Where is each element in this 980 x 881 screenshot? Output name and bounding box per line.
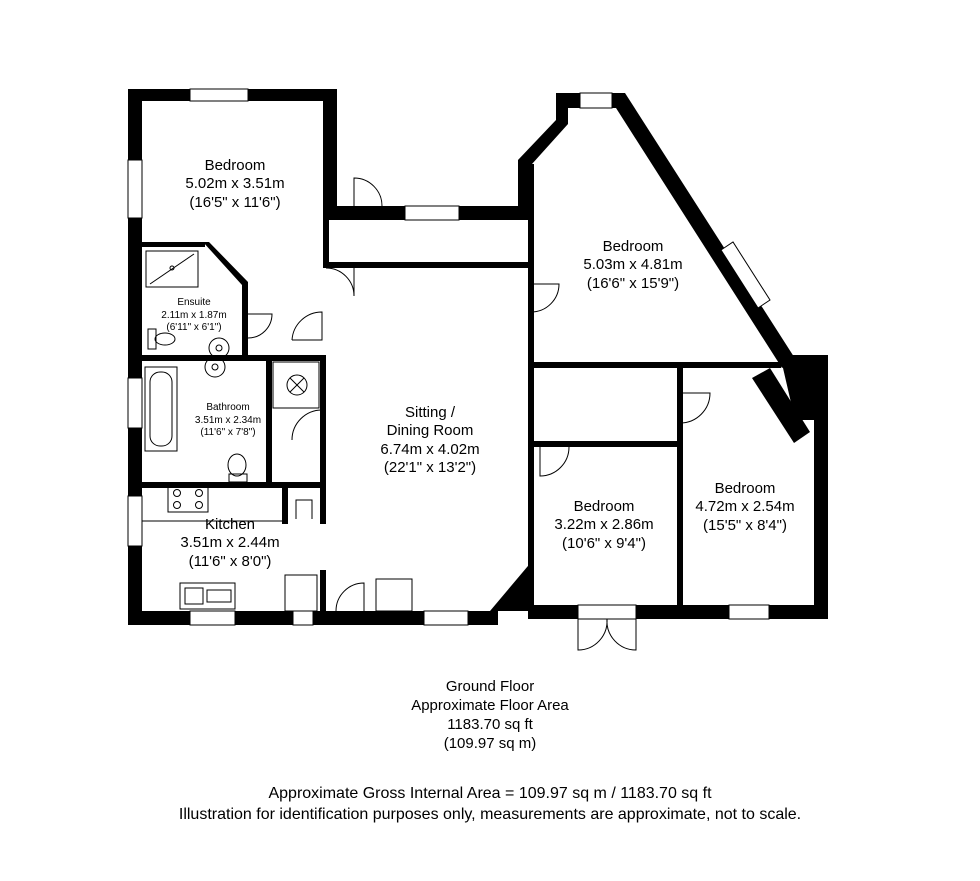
room-metric: 5.02m x 3.51m [185,175,285,193]
bedroom-top-left-label: Bedroom 5.02m x 3.51m (16'5" x 11'6") [170,157,300,212]
room-imperial: (6'11" x 6'1") [166,322,222,333]
room-imperial: (15'5" x 8'4") [703,516,787,534]
room-metric: 6.74m x 4.02m [380,440,480,458]
doors [247,177,711,651]
shower-tray [145,250,199,288]
kitchen-label: Kitchen 3.51m x 2.44m (11'6" x 8'0") [165,516,295,571]
disclaimer-note: Illustration for identification purposes… [178,806,802,823]
disclaimer: Approximate Gross Internal Area = 109.97… [0,783,980,825]
room-metric: 3.51m x 2.34m [194,414,262,426]
room-imperial: (11'6" x 8'0") [188,552,272,570]
room-name: Bathroom [206,402,250,413]
floor-summary: Ground Floor Approximate Floor Area 1183… [0,677,980,753]
room-name: Bedroom [714,480,776,497]
room-name: Bedroom [204,157,266,174]
room-imperial: (16'6" x 15'9") [586,274,680,292]
room-imperial: (10'6" x 9'4") [562,534,646,552]
room-imperial: (11'6" x 7'8") [200,427,256,438]
room-imperial: (22'1" x 13'2") [383,458,477,476]
interior-walls [128,164,781,625]
room-metric: 4.72m x 2.54m [695,498,795,516]
bedroom-right-label: Bedroom 4.72m x 2.54m (15'5" x 8'4") [680,480,810,535]
floor-area-sqm: (109.97 sq m) [443,735,537,752]
room-metric: 2.11m x 1.87m [161,309,227,321]
bath [144,366,178,452]
room-name: Bedroom [602,238,664,255]
floor-area-sqft: 1183.70 sq ft [447,716,533,733]
kitchen-sink [179,582,236,610]
toilet [147,328,157,350]
bathroom-label: Bathroom 3.51m x 2.34m (11'6" x 7'8") [180,402,276,440]
room-name: Sitting / [404,404,456,421]
room-name: Ensuite [177,297,211,308]
room-metric: 5.03m x 4.81m [583,256,683,274]
gross-area-text: Approximate Gross Internal Area = 109.97… [268,785,712,802]
floor-name: Ground Floor [445,678,535,695]
room-imperial: (16'5" x 11'6") [189,193,281,211]
sitting-room-label: Sitting / Dining Room 6.74m x 4.02m (22'… [360,404,500,477]
ensuite-label: Ensuite 2.11m x 1.87m (6'11" x 6'1") [146,297,242,335]
room-name: Bedroom [573,498,635,515]
bedroom-top-right-label: Bedroom 5.03m x 4.81m (16'6" x 15'9") [568,238,698,293]
room-name: Kitchen [204,516,256,533]
room-name-2: Dining Room [386,422,474,440]
room-metric: 3.22m x 2.86m [554,516,654,534]
floor-area-label: Approximate Floor Area [411,697,569,714]
windows [127,88,771,626]
hob [167,485,209,513]
room-metric: 3.51m x 2.44m [180,534,280,552]
bedroom-mid-label: Bedroom 3.22m x 2.86m (10'6" x 9'4") [539,498,669,553]
fixtures [142,250,413,612]
